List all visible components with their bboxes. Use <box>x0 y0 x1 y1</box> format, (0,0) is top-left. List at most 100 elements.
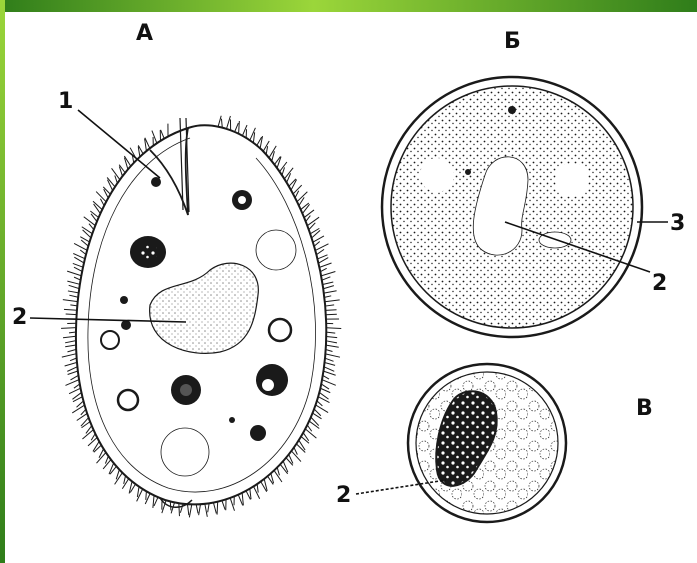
food-vacuole <box>138 244 158 260</box>
cilium <box>70 305 77 306</box>
cilium <box>326 310 337 311</box>
food-vacuole <box>121 320 131 330</box>
cilium <box>226 116 230 129</box>
cilium <box>318 397 329 403</box>
cilium <box>326 328 341 329</box>
cilium <box>67 281 80 284</box>
cilium <box>180 504 183 513</box>
cilium <box>77 413 87 420</box>
contractile-vacuole <box>161 428 209 476</box>
vacuole <box>555 163 589 197</box>
cilium <box>325 354 340 357</box>
cilium <box>69 295 78 297</box>
cilium <box>221 119 222 128</box>
cilium <box>66 314 77 315</box>
food-vacuole <box>269 319 291 341</box>
callout-number: 1 <box>58 89 73 114</box>
cilium <box>70 375 78 380</box>
cilium <box>146 491 147 500</box>
cilium <box>69 332 76 333</box>
figure-v-label: В <box>636 396 653 421</box>
cilium <box>69 388 81 394</box>
cilium <box>179 503 180 516</box>
cilium <box>323 371 335 375</box>
cilium <box>323 286 334 289</box>
cilium <box>321 384 329 389</box>
cilium <box>315 244 328 251</box>
cilium <box>104 189 109 198</box>
callout-number: 2 <box>12 305 27 330</box>
cilium <box>325 358 334 361</box>
food-vacuole <box>250 425 266 441</box>
cilium <box>321 272 335 276</box>
cilium <box>324 367 334 372</box>
cilium <box>64 309 77 310</box>
food-vacuole <box>118 390 138 410</box>
cilium <box>65 341 76 343</box>
food-vacuole <box>256 364 288 396</box>
cilium <box>326 341 337 343</box>
cilium <box>217 502 218 515</box>
contractile-vacuole <box>256 230 296 270</box>
cilium <box>65 345 76 347</box>
cilium <box>213 503 216 514</box>
figure-v: В 2 <box>336 364 653 522</box>
cilium <box>208 503 209 512</box>
cilium <box>103 460 111 469</box>
cilium <box>324 291 337 293</box>
cilium <box>218 116 221 127</box>
cilium <box>235 123 239 132</box>
cilium <box>152 131 157 144</box>
cilium <box>322 380 336 386</box>
cilium <box>277 467 279 475</box>
figure-b-label: Б <box>504 29 521 54</box>
cilium <box>137 487 139 497</box>
food-vacuole <box>101 331 119 349</box>
cilium <box>189 504 191 517</box>
cilium <box>153 495 154 508</box>
cilium <box>196 504 198 513</box>
granule <box>508 106 516 114</box>
cilium <box>311 417 319 425</box>
cilium <box>74 243 87 250</box>
cilium <box>254 486 260 498</box>
cilium <box>65 362 77 366</box>
cilium <box>257 484 258 492</box>
cilium <box>67 349 76 352</box>
cilium <box>314 241 320 246</box>
figure-a: А 1 2 <box>12 21 341 517</box>
cilium <box>263 141 269 151</box>
cilium <box>222 501 225 510</box>
cilium <box>325 300 340 302</box>
figure-b: Б 3 2 <box>382 29 685 337</box>
cilium <box>323 282 334 284</box>
cilium <box>187 504 188 515</box>
cilium <box>68 371 78 375</box>
cilium <box>319 263 331 267</box>
cilium <box>313 236 324 242</box>
cilium <box>154 497 158 506</box>
food-vacuole <box>238 196 246 204</box>
cilium <box>61 328 76 329</box>
food-vacuole <box>229 417 235 423</box>
figure-a-label: А <box>136 21 153 46</box>
cilium <box>115 473 123 485</box>
callout-number: 3 <box>670 211 685 236</box>
cilium <box>62 354 77 357</box>
cilium <box>80 237 89 242</box>
cilium <box>63 300 78 302</box>
cilium <box>63 336 76 337</box>
cilium <box>325 305 334 306</box>
cilium <box>274 470 282 482</box>
cilium <box>294 447 297 454</box>
food-vacuole <box>120 296 128 304</box>
cilium <box>67 271 81 276</box>
cilium <box>83 230 91 238</box>
granule <box>465 169 471 175</box>
callout-number: 2 <box>652 271 667 296</box>
cilium <box>68 291 79 293</box>
cilium <box>316 405 329 413</box>
cilium <box>313 413 322 419</box>
cilium <box>73 263 83 267</box>
